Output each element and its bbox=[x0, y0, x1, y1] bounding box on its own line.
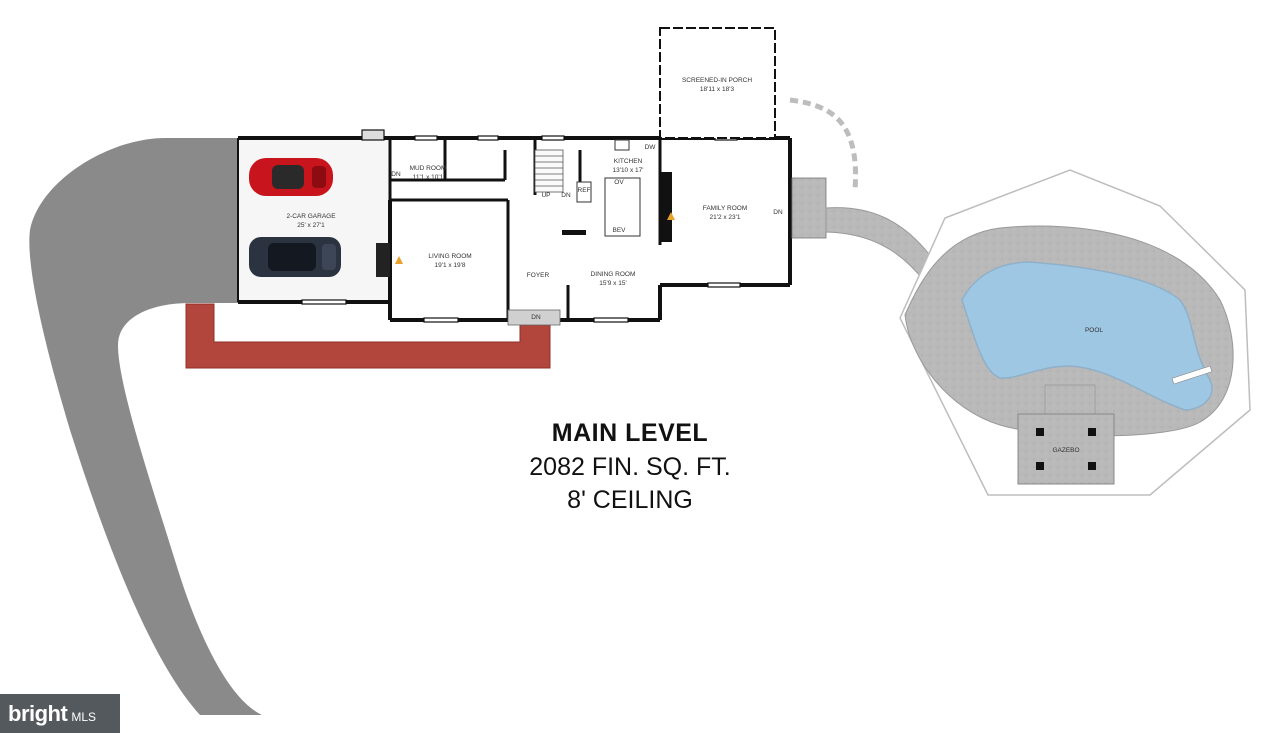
porch-stepping-path bbox=[789, 97, 859, 191]
foyer-label: FOYER bbox=[527, 272, 550, 279]
family-room-steps bbox=[791, 177, 827, 239]
mud-room-label: MUD ROOM bbox=[410, 165, 447, 172]
screened-porch-label: SCREENED-IN PORCH bbox=[682, 77, 752, 84]
bright-mls-logo: bright MLS bbox=[0, 694, 120, 733]
logo-sub-text: MLS bbox=[71, 709, 97, 724]
gazebo-platform bbox=[1017, 413, 1115, 485]
down-marker-mudroom: DN bbox=[391, 171, 401, 178]
level-title: MAIN LEVEL bbox=[551, 419, 709, 447]
mud-room-size: 11'1 x 10'1 bbox=[413, 174, 444, 181]
down-marker-foyer: DN bbox=[531, 314, 541, 321]
up-marker: UP bbox=[541, 192, 550, 199]
foyer-step bbox=[507, 309, 561, 326]
screened-porch-size: 18'11 x 18'3 bbox=[700, 86, 735, 93]
family-room-size: 21'2 x 23'1 bbox=[709, 214, 740, 221]
red-car bbox=[249, 158, 333, 196]
down-marker-stairs: DN bbox=[561, 192, 571, 199]
pool-diving-board bbox=[1171, 365, 1213, 385]
gazebo-path bbox=[1044, 384, 1096, 416]
refrigerator-marker: REF bbox=[578, 187, 591, 194]
square-footage: 2082 FIN. SQ. FT. bbox=[529, 453, 731, 481]
down-marker-family: DN bbox=[773, 209, 783, 216]
fireplace bbox=[376, 172, 675, 277]
screened-porch bbox=[659, 27, 776, 139]
brick-walkway bbox=[185, 303, 551, 369]
living-room-label: LIVING ROOM bbox=[428, 253, 471, 260]
dining-room-size: 15'9 x 15' bbox=[599, 280, 626, 287]
kitchen-size: 13'10 x 17' bbox=[612, 167, 643, 174]
gazebo-posts bbox=[1036, 428, 1096, 470]
dining-room-label: DINING ROOM bbox=[591, 271, 636, 278]
ceiling-height: 8' CEILING bbox=[567, 486, 693, 514]
family-room-label: FAMILY ROOM bbox=[703, 205, 748, 212]
pool-water bbox=[961, 261, 1213, 411]
floor-summary: MAIN LEVEL 2082 FIN. SQ. FT. 8' CEILING bbox=[480, 415, 780, 517]
driveway bbox=[29, 138, 262, 715]
kitchen-label: KITCHEN bbox=[614, 158, 643, 165]
dishwasher-marker: DW bbox=[645, 144, 657, 151]
dark-car bbox=[249, 237, 341, 277]
oven-marker: OV bbox=[614, 179, 624, 186]
garage-size: 25' x 27'1 bbox=[297, 222, 325, 229]
kitchen-fixtures bbox=[576, 139, 641, 237]
living-room-size: 19'1 x 19'8 bbox=[434, 262, 465, 269]
pool-label: POOL bbox=[1085, 327, 1103, 334]
garage-label: 2-CAR GARAGE bbox=[286, 213, 336, 220]
stone-walkway bbox=[825, 207, 936, 283]
beverage-marker: BEV bbox=[612, 227, 626, 234]
logo-main-text: bright bbox=[8, 700, 68, 726]
interior-walls bbox=[388, 138, 662, 320]
gazebo-label: GAZEBO bbox=[1052, 447, 1079, 454]
staircase bbox=[534, 149, 564, 193]
